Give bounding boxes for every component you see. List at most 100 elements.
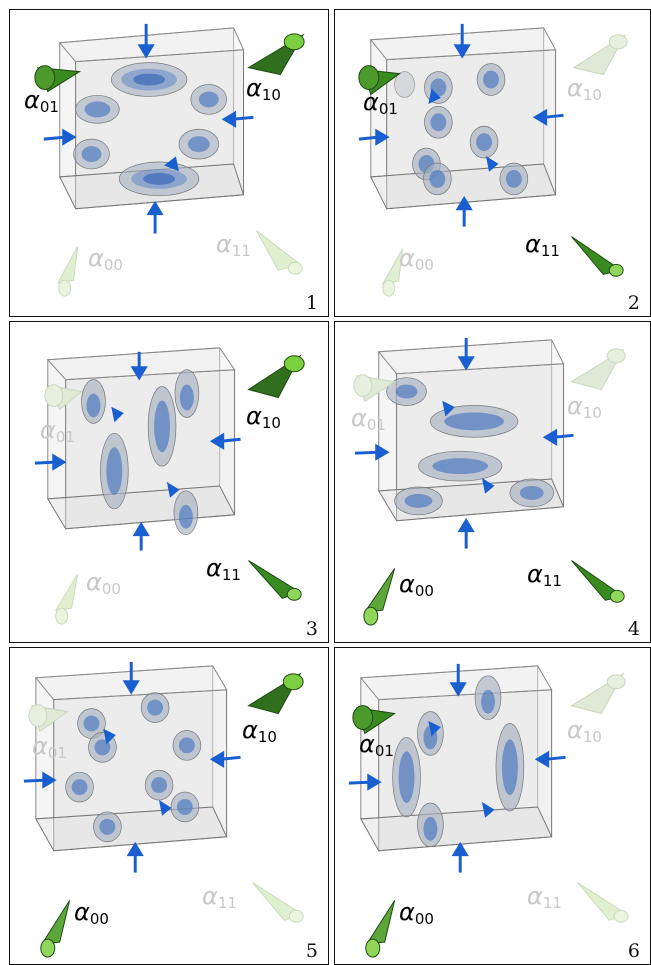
arrow-center [163, 156, 179, 172]
label-alpha-01: α01 [32, 732, 67, 762]
panel-2: α01 α10 α00 α11 2 [334, 9, 651, 317]
cone-a10 [570, 672, 626, 715]
label-alpha-01: α01 [351, 404, 386, 434]
label-alpha-00: α00 [88, 244, 123, 274]
label-alpha-00: α00 [399, 898, 434, 928]
panel-6: α01 α10 α00 α11 6 [334, 647, 651, 965]
cone-a11 [248, 560, 302, 601]
blob [394, 71, 415, 98]
label-alpha-01: α01 [363, 88, 398, 118]
cone-a01 [358, 65, 401, 96]
cone-a00 [363, 568, 396, 626]
label-alpha-01-sub: 01 [39, 98, 59, 116]
panel-1: α01 α10 α00 α11 1 [9, 9, 329, 317]
panel-5: α01 α10 α00 α11 5 [9, 647, 329, 965]
panel-number: 5 [305, 940, 318, 962]
probability-blobs [73, 62, 227, 197]
blob-horizontal [430, 405, 519, 438]
blob [172, 730, 202, 761]
arrow-left [43, 135, 66, 141]
cube-diagram [34, 347, 305, 625]
probability-blobs [392, 675, 525, 848]
blob-left-low [73, 138, 110, 170]
blob [499, 162, 529, 196]
label-alpha-11: α11 [202, 882, 237, 912]
cone-a11 [571, 560, 625, 603]
blob-vertical [100, 432, 129, 510]
panel-4: α01 α10 α00 α11 4 [334, 321, 651, 643]
cube-diagram [34, 23, 305, 297]
blob-vertical [495, 723, 525, 812]
blob [423, 162, 452, 196]
label-alpha-11: α11 [206, 554, 241, 584]
label-alpha-10: α10 [567, 392, 602, 422]
blob-bottom [118, 161, 200, 197]
panel-number: 2 [627, 292, 640, 314]
cube-diagram [358, 23, 628, 297]
label-alpha-00: α00 [86, 568, 121, 598]
field-arrows [358, 23, 564, 227]
cone-a00 [54, 574, 79, 625]
label-alpha-10: α10 [567, 74, 602, 104]
blob-horizontal [509, 478, 554, 508]
panel-number: 4 [627, 618, 640, 640]
cone-a01 [353, 374, 396, 403]
blob [469, 125, 499, 159]
panel-number: 6 [627, 940, 640, 962]
cone-a01 [34, 65, 82, 93]
panel-3: α01 α10 α00 α11 3 [9, 321, 329, 643]
field-arrows [354, 337, 574, 549]
field-arrows [43, 23, 254, 234]
blob [77, 708, 106, 739]
blob-vertical [417, 802, 444, 848]
blob [476, 63, 506, 96]
cone-a11 [577, 882, 629, 923]
label-alpha-00: α00 [399, 244, 434, 274]
cone-a10 [247, 33, 305, 76]
blob-vertical [392, 737, 421, 818]
blob-right-low [178, 128, 220, 160]
cone-a11 [255, 230, 303, 275]
blob-vertical [174, 369, 200, 418]
field-arrows [34, 351, 241, 551]
blob [93, 811, 122, 843]
probability-blobs [394, 63, 529, 196]
blob-vertical [147, 386, 177, 467]
label-alpha-11: α11 [527, 882, 562, 912]
label-alpha-10: α10 [242, 716, 277, 746]
label-alpha-01: α01 [24, 86, 59, 116]
label-alpha-11: α11 [527, 560, 562, 590]
label-alpha-00: α00 [74, 898, 109, 928]
blob-vertical [81, 379, 106, 424]
blob-horizontal [418, 450, 503, 482]
cone-a00 [56, 246, 79, 297]
blob-right [190, 84, 227, 115]
blob-vertical [474, 675, 502, 720]
cube-diagram [353, 337, 626, 626]
field-arrows [348, 663, 566, 873]
cone-a01 [44, 384, 83, 411]
blob-top [111, 62, 188, 97]
label-alpha-10: α10 [246, 402, 281, 432]
cone-a11 [571, 236, 624, 277]
cone-a10 [570, 348, 626, 391]
cone-a10 [247, 672, 304, 715]
cone-a10 [572, 34, 628, 76]
blob [65, 771, 94, 803]
blob-vertical [417, 711, 444, 756]
label-alpha-01: α01 [359, 730, 394, 760]
blob [424, 106, 453, 139]
panel-number: 3 [305, 618, 318, 640]
blob-vertical [173, 490, 199, 536]
label-alpha-10: α10 [567, 716, 602, 746]
cone-a00 [365, 900, 396, 958]
blob-horizontal [394, 486, 443, 516]
label-alpha-00: α00 [399, 570, 434, 600]
cone-a01 [352, 705, 396, 735]
cone-a10 [247, 354, 305, 399]
label-alpha-11: α11 [525, 230, 560, 260]
panel-number: 1 [305, 292, 318, 314]
probability-blobs [386, 377, 554, 516]
label-alpha-01: α01 [40, 416, 75, 446]
cube-diagram [23, 661, 304, 958]
